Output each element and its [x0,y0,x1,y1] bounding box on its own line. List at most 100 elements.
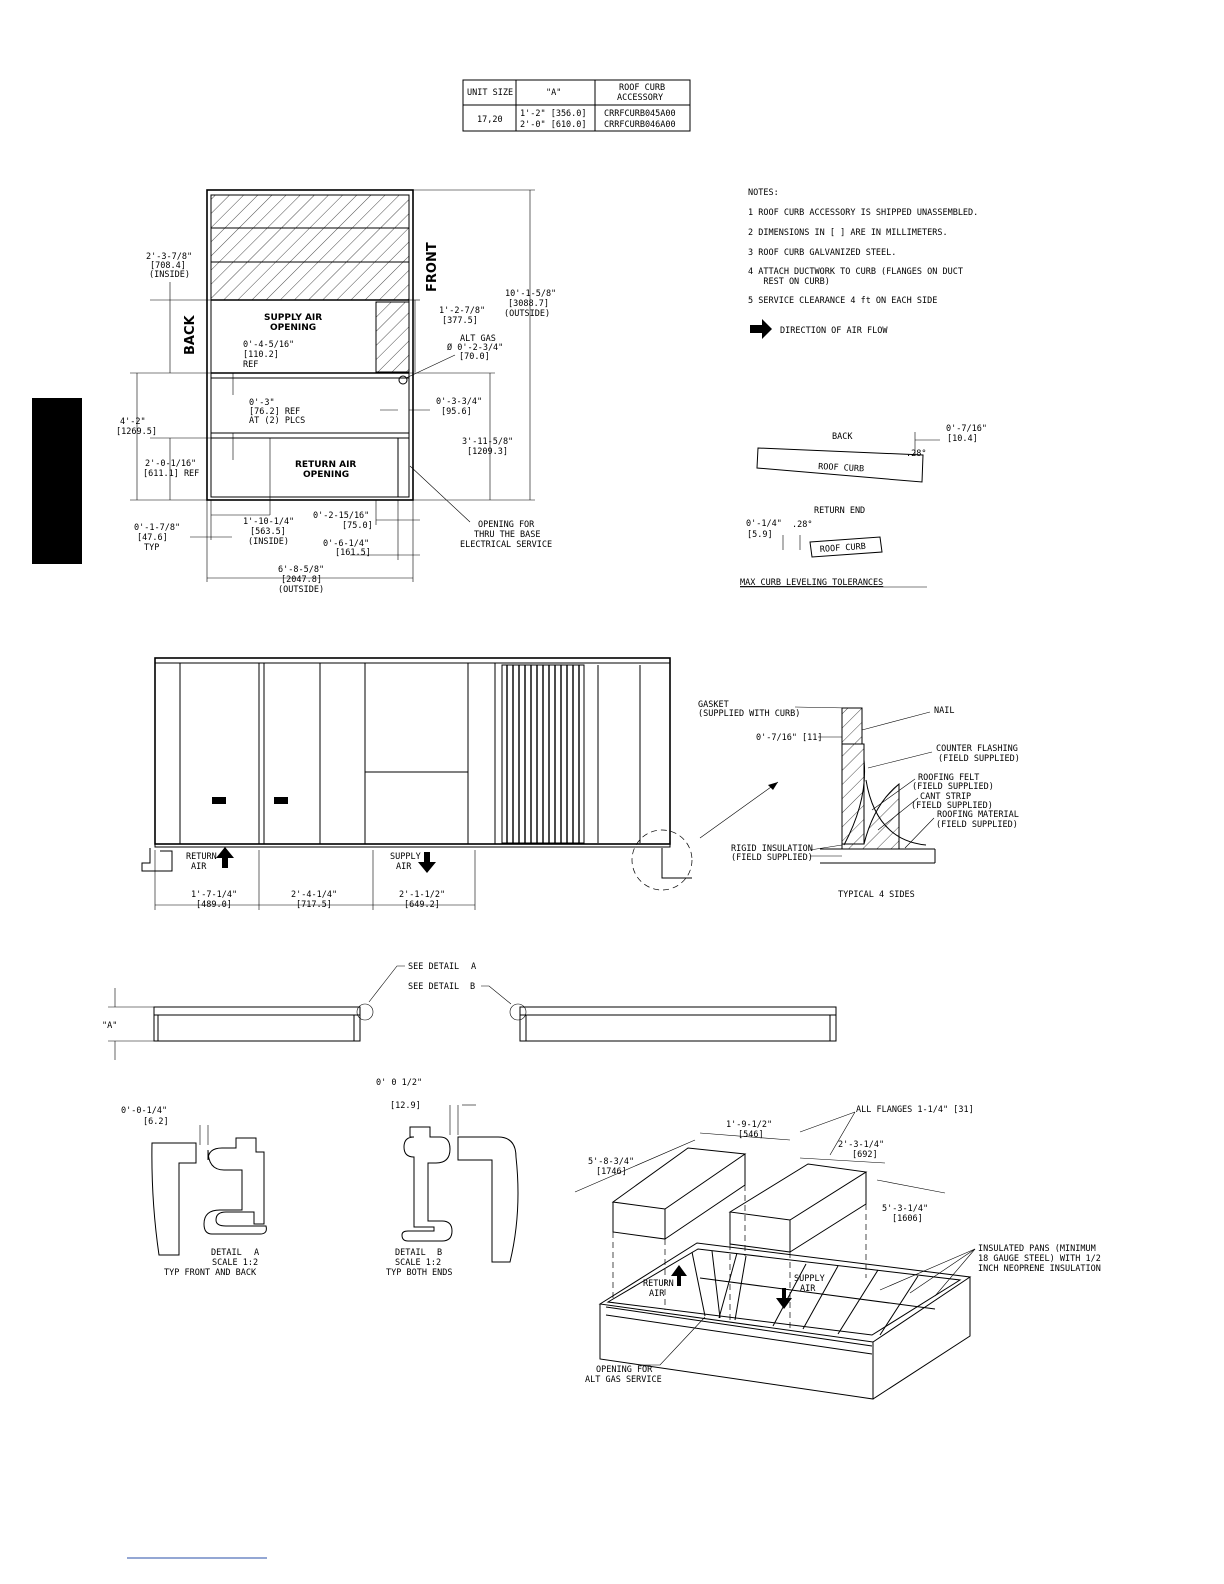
detail-b: 0' 0 1/2" [12.9] DETAIL B SCALE 1:2 TYP … [376,1078,519,1278]
dim-10-1-2: [3088.7] [508,299,549,309]
iso-pans-1: INSULATED PANS (MINIMUM [978,1244,1096,1254]
dim-3-3: AT (2) PLCS [249,416,305,426]
detail-a-typ: TYP FRONT AND BACK [164,1268,257,1278]
dim-178-3: TYP [144,543,159,553]
detail-b-dim-2: [12.9] [390,1101,421,1111]
iso-supply-1: SUPPLY [794,1274,825,1284]
flash-cant-2: (FIELD SUPPLIED) [911,801,993,811]
section-b-letter: B [470,982,475,992]
airflow-label: DIRECTION OF AIR FLOW [780,326,888,336]
dim-6-8-1: 6'-8-5/8" [278,565,324,575]
dim-2-15-1: 0'-2-15/16" [313,511,369,521]
iso-dim-5-8-1: 5'-8-3/4" [588,1157,634,1167]
elev-dim-2: 2'-4-1/4" [291,890,337,900]
notes: NOTES: 1 ROOF CURB ACCESSORY IS SHIPPED … [748,188,978,339]
section-a-letter: A [471,962,476,972]
elev-dim-1b: [489.0] [196,900,232,910]
supply-down-arrow-icon [418,852,436,873]
front-label: FRONT [425,242,440,292]
leveling-tolerances: BACK ROOF CURB .28° 0'-7/16" [10.4] RETU… [740,424,987,588]
alt-gas-3: [70.0] [459,352,490,362]
notes-title: NOTES: [748,188,779,198]
dim-178-1: 0'-1-7/8" [134,523,180,533]
detail-a: 0'-0-1/4" [6.2] DETAIL A SCALE 1:2 TYP F… [121,1106,267,1278]
section-see-a: SEE DETAIL [408,962,459,972]
back-label: BACK [183,314,198,355]
dim-inside-3: (INSIDE) [149,270,190,280]
iso-dim-1-9-2: [546] [738,1130,764,1140]
table-unit-size: 17,20 [477,115,503,125]
side-tab [32,398,82,564]
iso-dim-5-3-1: 5'-3-1/4" [882,1204,928,1214]
iso-opening-2: ALT GAS SERVICE [585,1375,662,1385]
detail-a-scale: SCALE 1:2 [212,1258,258,1268]
airflow-arrow-icon [750,319,772,339]
table-acc-1: CRRFCURB045A00 [604,109,676,119]
detail-b-label: DETAIL [395,1248,426,1258]
table-a-1: 1'-2" [356.0] [520,109,587,119]
dim-3-11-2: [1209.3] [467,447,508,457]
level-back: BACK [832,432,853,442]
iso-supply-down-arrow-icon [776,1288,792,1309]
flash-dim-11: 0'-7/16" [11] [756,733,823,743]
level-roof-curb-1: ROOF CURB [818,462,865,474]
elev-dim-1: 1'-7-1/4" [191,890,237,900]
flash-nail: NAIL [934,706,954,716]
flash-cant-1: CANT STRIP [920,792,971,802]
flash-counter-1: COUNTER FLASHING [936,744,1018,754]
dim-20-1: 2'-0-1/16" [145,459,196,469]
supply-opening-label: SUPPLY AIR [264,313,322,323]
level-dim-7-16-2: [10.4] [947,434,978,444]
flash-rigid-1: RIGID INSULATION [731,844,813,854]
elev-dim-3b: [649.2] [404,900,440,910]
level-dim-1-4-1: 0'-1/4" [746,519,782,529]
flash-felt-1: ROOFING FELT [918,773,979,783]
level-deg-2: .28° [792,520,812,530]
dim-1-2-1: 1'-2-7/8" [439,306,485,316]
detail-a-dim-1: 0'-0-1/4" [121,1106,167,1116]
dim-4516-2: [110.2] [243,350,279,360]
iso-dim-5-3-2: [1606] [892,1214,923,1224]
flash-gasket-1: GASKET [698,700,729,710]
iso-return-1: RETURN [643,1279,674,1289]
iso-return-2: AIR [649,1289,665,1299]
detail-a-dim-2: [6.2] [143,1117,169,1127]
iso-pans-2: 18 GAUGE STEEL) WITH 1/2 [978,1254,1101,1264]
dim-10-1-3: (OUTSIDE) [504,309,550,319]
flash-counter-2: (FIELD SUPPLIED) [938,754,1020,764]
section-a-label: "A" [102,1021,117,1031]
iso-supply-2: AIR [800,1284,816,1294]
alt-gas-1: ALT GAS [460,334,496,344]
iso-dim-1-9-1: 1'-9-1/2" [726,1120,772,1130]
note-3: 3 ROOF CURB GALVANIZED STEEL. [748,248,896,258]
elev-supply-2: AIR [396,862,412,872]
table-header-a: "A" [546,88,561,98]
curb-section: "A" SEE DETAIL A SEE DETAIL B [102,962,837,1060]
opening-1: OPENING FOR [478,520,535,530]
elev-return-2: AIR [191,862,207,872]
dim-3-3-2: [95.6] [441,407,472,417]
note-1: 1 ROOF CURB ACCESSORY IS SHIPPED UNASSEM… [748,208,978,218]
dim-1-10-2: [563.5] [250,527,286,537]
note-4: 4 ATTACH DUCTWORK TO CURB (FLANGES ON DU… [748,267,963,277]
note-5: 5 SERVICE CLEARANCE 4 ft ON EACH SIDE [748,296,937,306]
opening-3: ELECTRICAL SERVICE [460,540,552,550]
note-2: 2 DIMENSIONS IN [ ] ARE IN MILLIMETERS. [748,228,948,238]
dim-6-1-1: 0'-6-1/4" [323,539,369,549]
note-4b: REST ON CURB) [748,277,830,287]
elev-supply-1: SUPPLY [390,852,421,862]
opening-2: THRU THE BASE [474,530,541,540]
section-see-b: SEE DETAIL [408,982,459,992]
dim-4516-3: REF [243,360,258,370]
dim-1-10-1: 1'-10-1/4" [243,517,294,527]
level-return-end: RETURN END [814,506,865,516]
flashing-detail: GASKET (SUPPLIED WITH CURB) NAIL 0'-7/16… [698,700,1020,900]
unit-elevation: RETURN AIR SUPPLY AIR 1'-7-1/4" [489.0] … [141,657,779,910]
level-deg-1: .28° [906,449,926,459]
level-dim-1-4-2: [5.9] [747,530,773,540]
dim-3-2: [76.2] REF [249,407,300,417]
level-dim-7-16-1: 0'-7/16" [946,424,987,434]
dim-42-2: [1269.5] [116,427,157,437]
flash-rigid-2: (FIELD SUPPLIED) [731,853,813,863]
detail-a-letter: A [254,1248,259,1258]
